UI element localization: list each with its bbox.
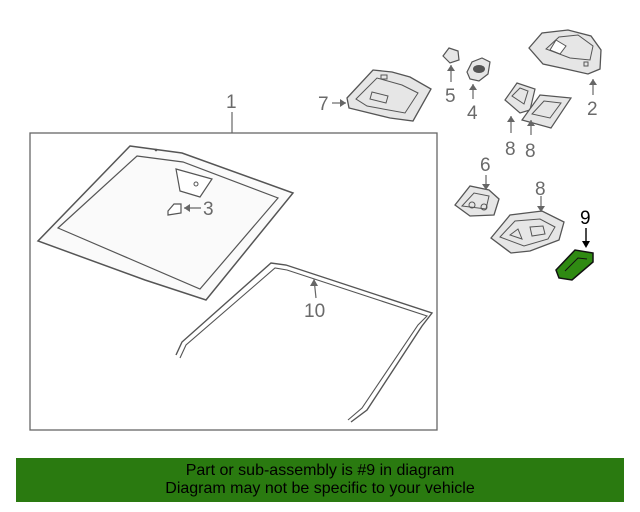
callout-8b: 8 — [525, 141, 536, 162]
callout-7: 7 — [318, 94, 329, 115]
callout-6: 6 — [480, 155, 491, 176]
part-7-overhead-console[interactable] — [346, 69, 432, 122]
windshield-group-frame — [29, 132, 438, 431]
part-10-windshield-molding[interactable] — [175, 262, 434, 423]
part-8-cover-pair[interactable] — [504, 82, 573, 129]
part-5-clip[interactable] — [442, 47, 460, 64]
part-3-glass-sticker[interactable] — [167, 203, 182, 216]
info-banner: Part or sub-assembly is #9 in diagram Di… — [16, 458, 624, 502]
callout-8a: 8 — [505, 139, 516, 160]
part-6-lamp[interactable] — [454, 185, 500, 217]
callout-9: 9 — [580, 208, 591, 229]
part-8-map-lamp-housing[interactable] — [490, 210, 565, 254]
banner-line-2: Diagram may not be specific to your vehi… — [165, 480, 475, 497]
callout-1: 1 — [226, 92, 237, 113]
banner-line-1: Part or sub-assembly is #9 in diagram — [185, 462, 455, 479]
part-4-sensor[interactable] — [466, 57, 491, 82]
callout-4: 4 — [467, 103, 478, 124]
part-9-highlighted-trim[interactable] — [555, 249, 594, 281]
part-2-mirror-cover[interactable] — [528, 29, 602, 75]
callout-8c: 8 — [535, 179, 546, 200]
callout-2: 2 — [587, 99, 598, 120]
callout-3: 3 — [203, 199, 214, 220]
callout-5: 5 — [445, 86, 456, 107]
callout-10: 10 — [304, 301, 325, 322]
part-1-windshield[interactable] — [36, 145, 295, 301]
